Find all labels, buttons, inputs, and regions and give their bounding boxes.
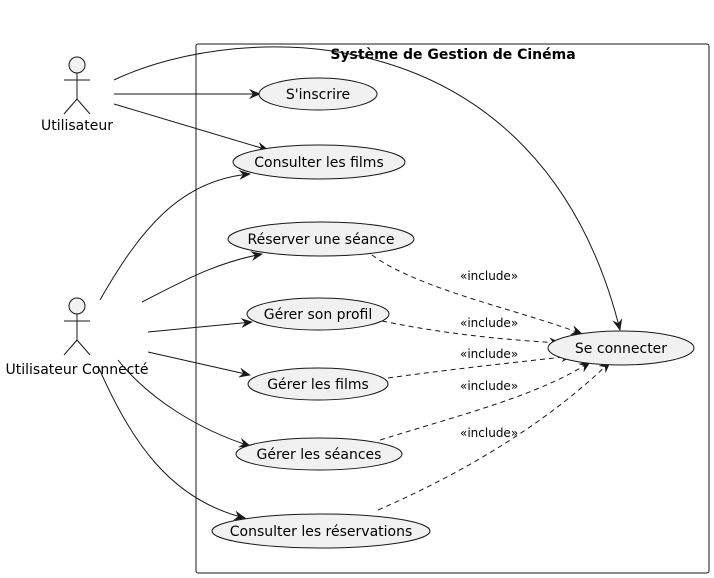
system-boundary xyxy=(195,43,710,574)
use-case-label: Réserver une séance xyxy=(248,232,395,248)
use-case-gerer-seances: Gérer les séances xyxy=(235,437,403,471)
assoc-connected-gerer-films xyxy=(147,351,251,378)
actor-label-utilisateur: Utilisateur xyxy=(41,118,113,134)
use-case-se-connecter: Se connecter xyxy=(547,330,695,366)
actor-left-leg xyxy=(63,339,78,356)
use-case-label: Gérer son profil xyxy=(264,307,373,323)
actor-utilisateur-connecte: Utilisateur Connecté xyxy=(6,297,149,378)
actor-utilisateur: Utilisateur xyxy=(41,56,113,134)
include-label-seances: «include» xyxy=(460,379,518,393)
actor-head xyxy=(68,56,86,74)
use-case-ellipse xyxy=(232,144,406,180)
assoc-connected-gerer-seances xyxy=(117,359,251,448)
use-case-ellipse xyxy=(246,297,390,331)
use-case-ellipse xyxy=(235,437,403,471)
assoc-connected-reserver xyxy=(141,251,263,303)
use-case-label: Se connecter xyxy=(575,341,667,357)
actor-right-leg xyxy=(76,339,91,356)
include-label-profil: «include» xyxy=(460,316,518,330)
include-label-reservations: «include» xyxy=(460,426,518,440)
use-case-label: Gérer les films xyxy=(267,377,369,393)
use-case-consulter-films: Consulter les films xyxy=(232,144,406,180)
include-label-reserver: «include» xyxy=(460,269,518,283)
use-case-consulter-reservations: Consulter les réservations xyxy=(211,513,431,549)
assoc-connected-consulter-reservations xyxy=(97,365,246,521)
include-label-films: «include» xyxy=(460,347,518,361)
use-case-label: Consulter les réservations xyxy=(230,524,413,540)
include-reserver-se-connecter xyxy=(371,254,583,335)
use-case-ellipse xyxy=(547,330,695,366)
assoc-user-consulter-films xyxy=(113,103,269,152)
use-case-label: Gérer les séances xyxy=(257,447,382,463)
assoc-user-se-connecter xyxy=(113,46,623,331)
use-case-label: Consulter les films xyxy=(254,155,383,171)
assoc-connected-consulter-films xyxy=(99,169,251,301)
actor-label-utilisateur-connecte: Utilisateur Connecté xyxy=(6,362,149,378)
use-case-ellipse xyxy=(211,513,431,549)
include-seances-se-connecter xyxy=(379,361,591,441)
use-case-ellipse xyxy=(227,221,415,257)
include-films-se-connecter xyxy=(387,352,573,379)
system-title: Système de Gestion de Cinéma xyxy=(330,47,575,63)
use-case-gerer-profil: Gérer son profil xyxy=(246,297,390,331)
use-case-ellipse xyxy=(247,367,389,401)
actor-right-leg xyxy=(76,98,91,115)
use-case-reserver-seance: Réserver une séance xyxy=(227,221,415,257)
actor-left-leg xyxy=(63,98,78,115)
include-reservations-se-connecter xyxy=(377,361,611,511)
use-case-ellipse xyxy=(258,77,378,111)
use-case-sinscrire: S'inscrire xyxy=(258,77,378,111)
use-case-label: S'inscrire xyxy=(286,87,350,103)
actor-head xyxy=(68,297,86,315)
use-case-gerer-films: Gérer les films xyxy=(247,367,389,401)
assoc-connected-gerer-profil xyxy=(147,318,253,333)
